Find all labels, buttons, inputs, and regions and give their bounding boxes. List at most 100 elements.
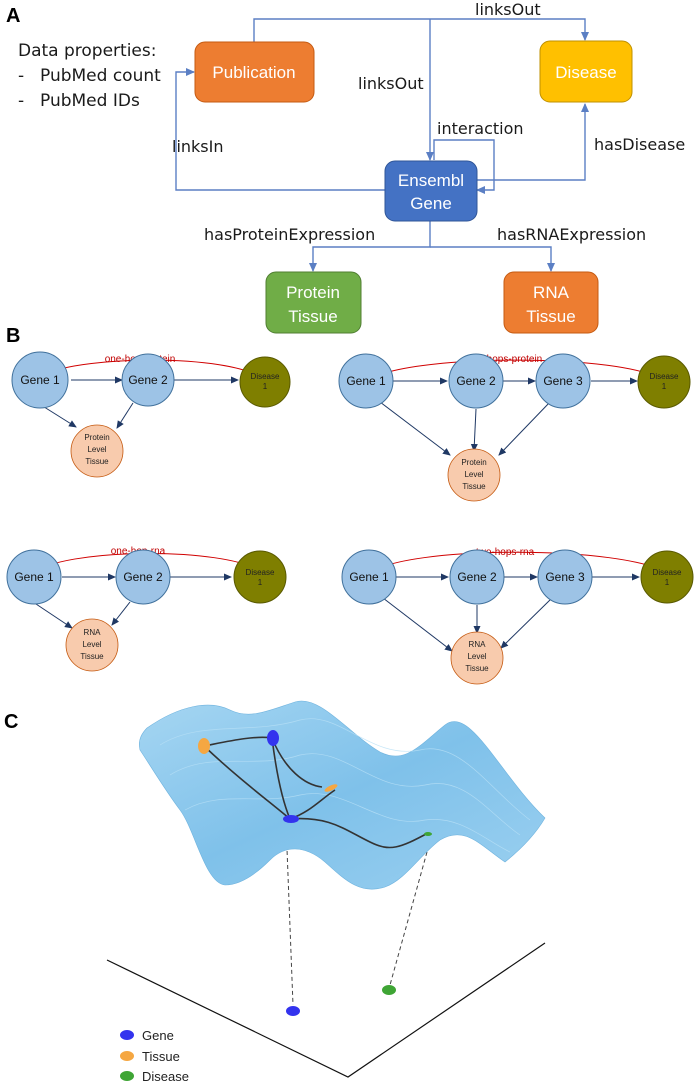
projection-gene	[285, 822, 294, 1006]
floor-plane	[106, 942, 546, 1078]
node-disease-label: Disease	[555, 63, 616, 82]
disease-node	[637, 355, 691, 409]
tissue-label-3: Tissue	[462, 482, 486, 491]
tissue-label-2: Level	[82, 640, 101, 649]
panel-a-label: A	[6, 5, 20, 27]
edge-interaction	[433, 139, 495, 194]
disease-node	[640, 550, 694, 604]
node-disease: Disease	[539, 40, 633, 103]
edge-has-disease	[477, 103, 589, 181]
title-two-hops-protein: two-hops-protein	[468, 354, 542, 365]
legend-tissue-swatch	[120, 1051, 134, 1061]
tissue-node	[70, 424, 124, 478]
data-properties-title: Data properties:	[18, 41, 156, 61]
gene1-label: Gene 1	[346, 374, 386, 388]
node-publication: Publication	[194, 41, 315, 103]
tissue-label-3: Tissue	[465, 664, 489, 673]
gene3-node	[535, 353, 591, 409]
legend-gene-swatch	[120, 1030, 134, 1040]
legend-gene-label: Gene	[142, 1028, 174, 1043]
tissue-label-2: Level	[467, 652, 486, 661]
disease-label-1: Disease	[246, 568, 275, 577]
edge-gene2-tissue	[470, 408, 478, 452]
node-rna-label-1: RNA	[533, 283, 570, 302]
disease-label-2: 1	[258, 578, 263, 587]
diagram-one-hop-protein: one-hop-protein Gene 1 Gene 2 Disease 1 …	[11, 351, 291, 478]
title-two-hops-rna: two-hops-rna	[476, 547, 535, 558]
gene-node-top	[267, 730, 279, 746]
edge-gene1-tissue	[379, 401, 451, 456]
gene2-node	[121, 353, 175, 407]
node-rna-label-2: Tissue	[526, 307, 575, 326]
tissue-node-left	[198, 738, 210, 754]
node-protein-tissue: Protein Tissue	[265, 271, 362, 334]
node-publication-label: Publication	[212, 63, 295, 82]
diagram-one-hop-rna: one-hop-rna Gene 1 Gene 2 Disease 1 RNA …	[6, 546, 287, 672]
edge-gene2-tissue	[116, 402, 134, 429]
legend-disease-swatch	[120, 1071, 134, 1081]
disease-node-floor	[382, 985, 396, 995]
disease-node-surface	[424, 832, 432, 836]
gene2-label: Gene 2	[128, 373, 168, 387]
gene1-node	[341, 549, 397, 605]
label-interaction: interaction	[437, 119, 524, 138]
disease-label-1: Disease	[650, 372, 679, 381]
label-links-in: linksIn	[172, 137, 224, 156]
projection-disease	[389, 851, 428, 986]
gene1-label: Gene 1	[14, 570, 54, 584]
bullet-1: -	[18, 66, 24, 86]
label-has-protein-expression: hasProteinExpression	[204, 225, 375, 244]
gene1-node	[338, 353, 394, 409]
panel-b-label: B	[6, 325, 20, 347]
tissue-node	[447, 448, 501, 502]
gene-node-mid	[283, 815, 299, 823]
edge-links-in	[175, 68, 386, 191]
tissue-label-2: Level	[87, 445, 106, 454]
edge-has-protein-expression	[309, 221, 431, 272]
gene2-label: Gene 2	[456, 374, 496, 388]
bullet-2: -	[18, 91, 24, 111]
node-gene-label-1: Ensembl	[398, 171, 464, 190]
tissue-label-1: Protein	[84, 433, 109, 442]
disease-label-2: 1	[263, 382, 268, 391]
node-rna-tissue: RNA Tissue	[503, 271, 599, 334]
gene1-node	[6, 549, 62, 605]
tissue-label-1: RNA	[469, 640, 487, 649]
edge-links-out-top	[253, 18, 589, 42]
tissue-label-1: Protein	[461, 458, 486, 467]
gene2-label: Gene 2	[457, 570, 497, 584]
node-ensembl-gene: Ensembl Gene	[384, 160, 478, 222]
disease-node	[233, 550, 287, 604]
edge-gene3-tissue	[500, 597, 553, 649]
node-protein-label-1: Protein	[286, 283, 340, 302]
gene2-node	[115, 549, 171, 605]
edge-gene1-tissue	[382, 597, 453, 652]
gene-node-floor	[286, 1006, 300, 1016]
gene1-node	[11, 351, 69, 409]
gene2-node	[449, 549, 505, 605]
tissue-node	[65, 618, 119, 672]
gene3-label: Gene 3	[545, 570, 585, 584]
panel-a-edges	[175, 18, 589, 272]
wave-surface	[138, 700, 546, 890]
disease-label-1: Disease	[251, 372, 280, 381]
gene2-label: Gene 2	[123, 570, 163, 584]
tissue-label-1: RNA	[84, 628, 102, 637]
label-has-disease: hasDisease	[594, 135, 685, 154]
gene2-node	[448, 353, 504, 409]
tissue-label-2: Level	[464, 470, 483, 479]
disease-node	[239, 356, 291, 408]
edge-gene3-tissue	[498, 401, 551, 456]
wave-shading	[159, 718, 531, 853]
disease-label-2: 1	[665, 578, 670, 587]
gene1-label: Gene 1	[349, 570, 389, 584]
label-has-rna-expression: hasRNAExpression	[497, 225, 646, 244]
panel-c-label: C	[4, 711, 18, 733]
diagram-two-hops-protein: two-hops-protein Gene 1 Gene 2 Gene 3 Di…	[338, 353, 691, 502]
diagram-two-hops-rna: two-hops-rna Gene 1 Gene 2 Gene 3 Diseas…	[341, 547, 694, 685]
label-links-out-mid: linksOut	[358, 74, 424, 93]
node-gene-label-2: Gene	[410, 194, 452, 213]
tissue-node	[450, 631, 504, 685]
data-property-pubmed-count: PubMed count	[40, 66, 161, 86]
